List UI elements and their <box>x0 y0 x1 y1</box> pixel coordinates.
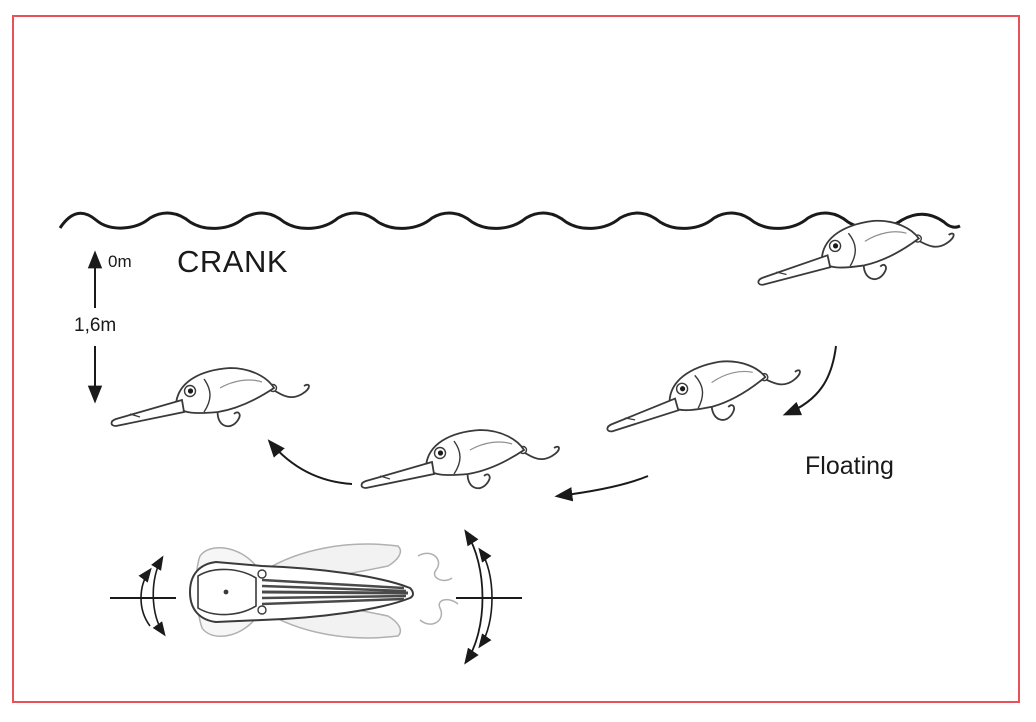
wobble-arrow-icon <box>478 547 493 649</box>
lure-top-view <box>110 529 522 665</box>
curved-arrow-icon <box>267 439 353 485</box>
curved-arrow-icon <box>782 345 837 416</box>
curved-arrow-icon <box>554 475 649 502</box>
crankbait-lure-icon <box>600 352 806 433</box>
crankbait-lure-icon <box>360 429 560 490</box>
diagram-frame <box>12 15 1020 703</box>
action-label: Floating <box>805 452 894 480</box>
crankbait-lure-icon <box>110 367 310 428</box>
depth-top-label: 0m <box>108 252 132 271</box>
wobble-arrow-icon <box>151 555 166 637</box>
wobble-arrow-icon <box>138 567 152 627</box>
diagram-title: CRANK <box>177 244 289 279</box>
wobble-arrow-icon <box>464 529 484 665</box>
water-surface <box>58 211 961 230</box>
depth-range-label: 1,6m <box>74 315 117 336</box>
